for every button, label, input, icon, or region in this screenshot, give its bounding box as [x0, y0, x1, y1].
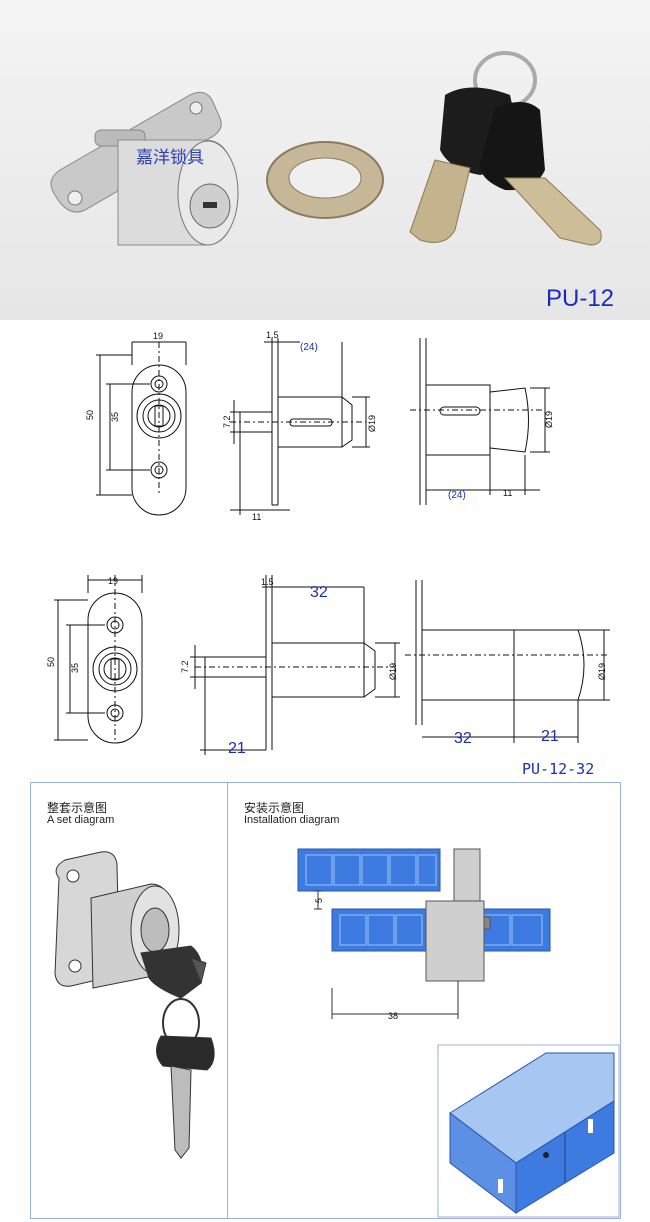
set-diagram-panel: 整套示意图 A set diagram — [30, 782, 228, 1219]
lock-section — [425, 848, 491, 982]
dim-pin-diameter: 7.2 — [222, 415, 232, 428]
dim-height-inner: 35 — [70, 663, 80, 673]
installation-illustration: 5 38 — [297, 848, 620, 1218]
installation-diagram-panel: 安装示意图 Installation diagram — [227, 782, 621, 1219]
technical-drawing-pu12: 19 50 35 1.5 (24) 7.2 Ø19 11 (24) 11 Ø19 — [85, 330, 554, 522]
dim-pin-diameter: 7.2 — [180, 660, 190, 673]
dim-pin-length: 11 — [252, 512, 261, 522]
dim-pin-length-2: 21 — [541, 728, 559, 745]
dim-height-inner: 35 — [110, 412, 120, 422]
door-panels — [297, 848, 551, 952]
set-diagram-title-en: A set diagram — [47, 814, 115, 826]
dim-depth: 38 — [388, 1011, 398, 1021]
model-number-2: PU-12-32 — [522, 760, 595, 778]
escutcheon-ring-image — [266, 141, 384, 219]
keys-image — [409, 51, 602, 246]
dim-pin-length: 21 — [228, 740, 246, 757]
dim-body-length: (24) — [300, 342, 318, 353]
watermark-text: 嘉洋锁具 — [136, 148, 204, 168]
dim-body-diameter-2: Ø19 — [544, 411, 554, 428]
dim-flange-thickness: 1.5 — [261, 577, 274, 587]
set-diagram-illustration — [54, 851, 215, 1159]
dim-body-length: 32 — [310, 584, 328, 601]
dim-pin-length-2: 11 — [503, 488, 512, 498]
dim-width: 19 — [153, 331, 163, 341]
dim-body-diameter: Ø19 — [367, 415, 377, 432]
model-number: PU-12 — [546, 285, 615, 312]
product-photo: 嘉洋锁具 PU-12 — [0, 0, 650, 320]
technical-drawing-pu12-32: 19 50 35 1.5 32 7.2 Ø19 21 32 21 Ø19 — [46, 575, 610, 757]
dim-height-outer: 50 — [46, 657, 56, 667]
product-photo-illustration — [50, 51, 602, 246]
dim-width: 19 — [108, 576, 118, 586]
set-diagram-title-cn: 整套示意图 — [47, 801, 108, 815]
dim-flange-thickness: 1.5 — [266, 330, 279, 340]
installation-title-en: Installation diagram — [244, 814, 340, 826]
dim-body-length-2: 32 — [454, 730, 472, 747]
dim-gap: 5 — [314, 898, 324, 903]
dim-body-length-2: (24) — [448, 490, 466, 501]
dim-height-outer: 50 — [85, 410, 95, 420]
dim-body-diameter-2: Ø19 — [597, 663, 607, 680]
dim-body-diameter: Ø19 — [388, 663, 398, 680]
lock-body-image — [50, 91, 239, 246]
cabinet-illustration — [449, 1052, 615, 1215]
cabinet-inset-frame — [437, 1044, 620, 1218]
installation-title-cn: 安装示意图 — [244, 801, 305, 815]
